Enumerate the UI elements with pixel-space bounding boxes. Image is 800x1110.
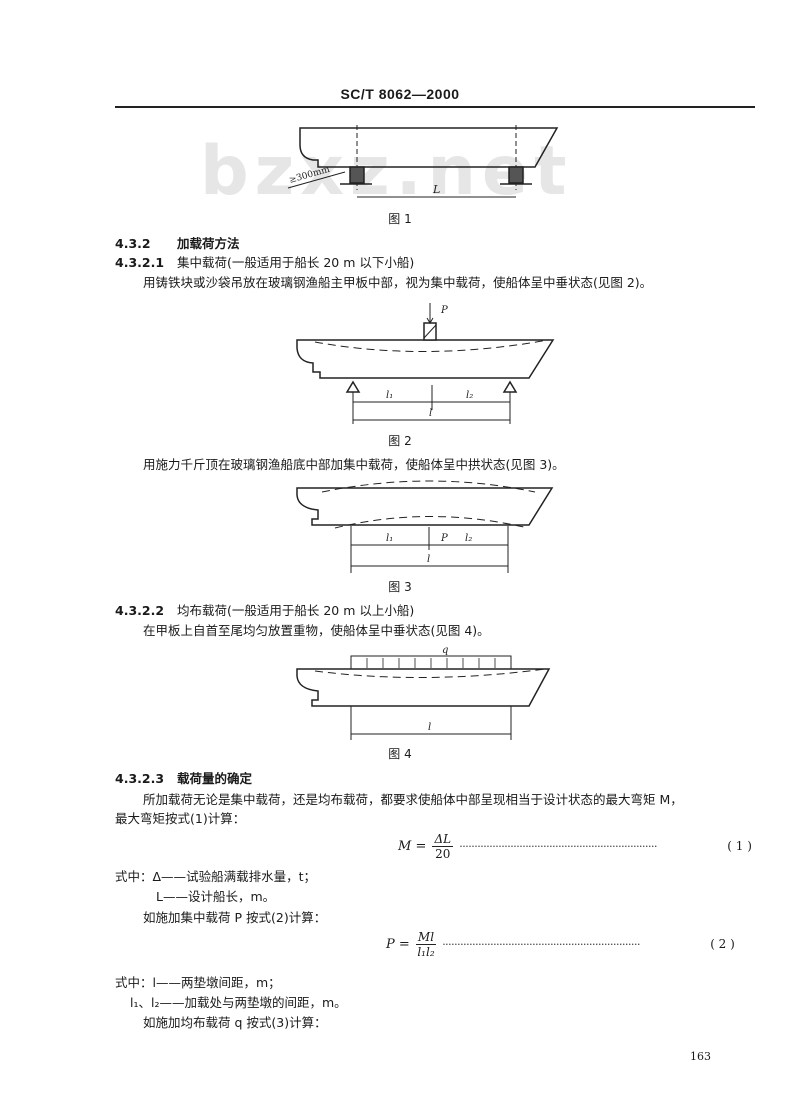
section-4-3-2-2-paragraph: 在甲板上自首至尾均匀放置重物，使船体呈中垂状态(见图 4)。	[143, 623, 490, 638]
figure-4-caption: 图 4	[388, 747, 412, 761]
equation-2-where-l1-l2: l₁、l₂——加载处与两垫墩的间距，m。	[130, 995, 347, 1010]
figure-2-diagram: P l₁ l₂ l	[296, 303, 555, 424]
figure-1-caption: 图 1	[388, 212, 412, 226]
svg-text:l: l	[428, 722, 431, 733]
figure-1-diagram: ≥300mm L	[287, 125, 559, 198]
header-rule	[115, 106, 755, 108]
svg-text:l₂: l₂	[465, 533, 472, 544]
svg-text:q: q	[442, 645, 448, 656]
svg-text:≥300mm: ≥300mm	[288, 165, 331, 186]
standard-code-header: SC/T 8062—2000	[340, 86, 460, 102]
figure-3-diagram: l₁ P l₂ l	[296, 480, 554, 573]
section-4-3-2-3-paragraph-1a: 所加载荷无论是集中载荷，还是均布载荷，都要求使船体中部呈现相当于设计状态的最大弯…	[143, 792, 683, 807]
svg-text:l: l	[427, 554, 430, 565]
watermark: bzxz.net	[200, 132, 573, 211]
page-number: 163	[690, 1050, 711, 1063]
equation-2-where-l: 式中：l——两垫墩间距，m；	[115, 975, 281, 990]
svg-text:P: P	[440, 305, 448, 316]
svg-text:l₂: l₂	[466, 390, 473, 401]
svg-text:L: L	[432, 183, 440, 196]
figure-3-caption: 图 3	[388, 580, 412, 594]
figure-2-caption: 图 2	[388, 434, 412, 448]
equation-1-where-delta: 式中：Δ——试验船满载排水量，t；	[115, 869, 316, 884]
section-4-3-2-1-paragraph-1: 用铸铁块或沙袋吊放在玻璃钢渔船主甲板中部，视为集中载荷，使船体呈中垂状态(见图 …	[143, 275, 653, 290]
section-4-3-2-3-paragraph-2: 如施加集中载荷 P 按式(2)计算：	[143, 910, 327, 925]
svg-text:l₁: l₁	[386, 390, 393, 401]
equation-1-where-L: L——设计船长，m。	[156, 889, 276, 904]
figure-4-diagram: q l	[296, 645, 551, 740]
section-4-3-2-3-paragraph-3: 如施加均布载荷 q 按式(3)计算：	[143, 1015, 327, 1030]
section-4-3-2-3-paragraph-1b: 最大弯矩按式(1)计算：	[115, 811, 246, 826]
svg-text:l₁: l₁	[386, 533, 393, 544]
svg-text:l: l	[429, 408, 432, 419]
svg-text:P: P	[440, 533, 448, 544]
section-4-3-2-1-paragraph-2: 用施力千斤顶在玻璃钢渔船底中部加集中载荷，使船体呈中拱状态(见图 3)。	[143, 457, 565, 472]
